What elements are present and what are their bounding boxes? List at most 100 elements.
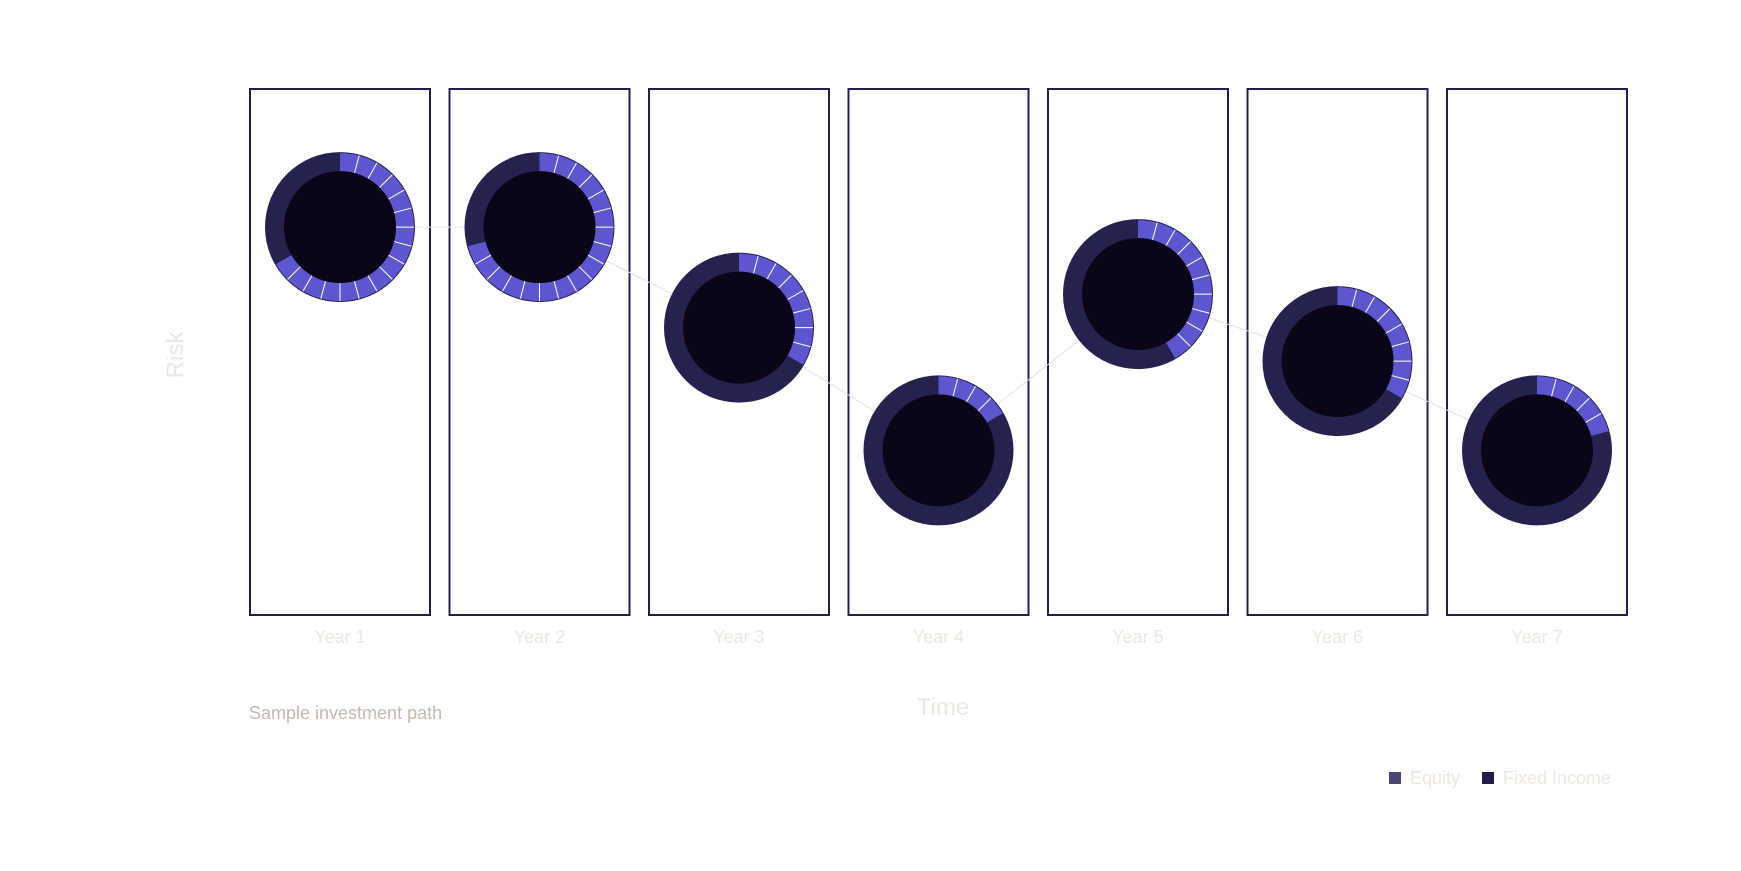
equity-segment [394,227,414,247]
allocation-donut [265,152,415,303]
segment-divider [1191,274,1210,281]
equity-segment [1166,229,1191,255]
segment-divider [393,241,412,247]
segment-divider [567,162,577,179]
equity-segment [778,275,804,300]
segment-divider [792,307,811,314]
equity-segment [567,162,592,188]
segment-divider [1186,256,1203,267]
segment-divider [287,266,301,280]
equity-segment [793,327,814,347]
equity-segment [388,241,412,265]
segment-divider [753,255,759,274]
segment-divider [1576,397,1590,412]
segment-divider [1365,296,1375,313]
segment-divider [787,290,804,301]
segment-divider [1551,378,1557,397]
equity-segment [275,255,301,280]
equity-segment [767,263,792,288]
equity-segment [340,153,360,173]
segment-divider [367,275,378,292]
equity-segment [368,266,393,292]
equity-segment [502,275,526,299]
segment-divider [778,274,792,289]
equity-segment [1337,287,1357,307]
equity-segment [787,342,811,365]
equity-segment [354,155,377,179]
donut-core [1481,394,1593,507]
segment-divider [388,254,405,265]
legend-label-equity: Equity [1410,768,1460,788]
donut-core [284,171,396,284]
equity-segment [1166,333,1191,359]
donut-core [483,171,596,284]
segment-divider [393,207,412,214]
segment-divider [1165,229,1176,246]
segment-divider [977,397,992,412]
equity-segment [1365,296,1390,322]
equity-segment [388,190,412,213]
segment-divider [1585,412,1602,423]
equity-segment [1565,386,1590,411]
chart-note: Sample investment path [249,703,442,723]
segment-divider [302,275,313,292]
segment-divider [519,281,526,299]
donut-core [882,394,995,507]
x-tick-label: Year 6 [1312,627,1363,647]
segment-divider [952,378,959,397]
equity-segment [1192,274,1212,295]
segment-divider [354,155,360,174]
segment-divider [475,254,492,265]
segment-divider [1177,333,1191,347]
segment-divider [593,207,612,214]
segment-divider [553,281,560,299]
equity-segment [587,190,611,213]
equity-segment [587,241,611,265]
segment-divider [1385,323,1402,334]
segment-divider [587,189,604,200]
year-panel [1446,88,1628,616]
segment-divider [578,174,593,188]
segment-divider [1564,386,1575,403]
x-tick-label: Year 4 [913,627,964,647]
y-axis-title: Risk [162,331,189,379]
allocation-donut [863,375,1014,526]
segment-divider [1191,308,1210,314]
equity-segment [539,281,559,302]
equity-segment [938,376,958,397]
equity-segment [379,174,405,200]
allocation-donut [1063,219,1213,370]
equity-segment [368,162,393,188]
equity-segment [475,255,500,280]
segment-divider [593,241,612,247]
segment-divider [320,281,326,299]
equity-segment [1351,289,1375,313]
equity-segment [468,241,492,265]
segment-divider [587,254,604,265]
equity-segment [1152,222,1175,246]
year-panel [847,88,1030,616]
equity-segment [952,378,976,402]
segment-divider [578,266,593,280]
segment-divider [966,386,976,403]
segment-divider [766,263,777,280]
equity-segment [1177,241,1203,267]
equity-segment [1391,361,1412,381]
x-tick-label: Year 2 [514,627,565,647]
equity-segment [579,255,604,280]
allocation-donut [464,152,615,303]
segment-divider [567,275,577,292]
legend: Equity Fixed Income [1389,768,1611,788]
segment-divider [367,162,378,179]
equity-segment [354,275,377,299]
equity-segment [553,275,577,299]
segment-divider [1376,308,1391,322]
equity-segment [753,256,776,280]
segment-divider [792,341,811,348]
segment-divider [1152,222,1158,241]
equity-segment [340,281,360,302]
equity-segment [966,386,991,411]
